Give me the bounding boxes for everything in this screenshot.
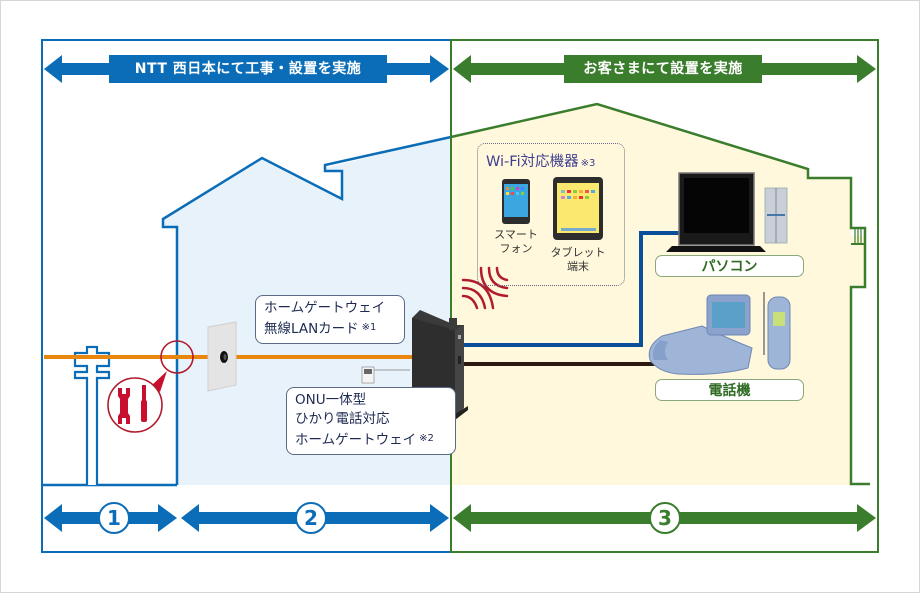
- footnote-mark: ※3: [580, 158, 596, 169]
- label-line: タブレット: [550, 246, 606, 259]
- pc-icon: [666, 172, 788, 252]
- section-number-3: 3: [649, 502, 681, 534]
- smartphone-label: スマート フォン: [493, 228, 539, 256]
- wifi-devices-title: Wi-Fi対応機器※3: [486, 150, 595, 171]
- wifi-devices-group: Wi-Fi対応機器※3: [477, 143, 625, 286]
- section-number-2: 2: [295, 502, 327, 534]
- phone-icon: [648, 292, 791, 375]
- callout-line: ホームゲートウェイ※2: [295, 429, 447, 450]
- callout-line: 無線LANカード※1: [264, 318, 396, 339]
- tablet-label: タブレット 端末: [550, 246, 606, 274]
- label-line: フォン: [499, 242, 533, 255]
- phone-label: 電話機: [655, 379, 804, 401]
- callout-text: 無線LANカード: [264, 321, 359, 337]
- tool-icon: [107, 371, 167, 433]
- onu-gateway-callout: ONU一体型 ひかり電話対応 ホームゲートウェイ※2: [286, 387, 456, 455]
- utility-pole-icon: [73, 345, 111, 485]
- ntt-work-banner: NTT 西日本にて工事・設置を実施: [109, 55, 387, 83]
- wireless-lan-card-callout: ホームゲートウェイ 無線LANカード※1: [255, 295, 405, 344]
- smartphone-icon: [502, 179, 530, 224]
- onu-terminal-icon: [361, 366, 410, 384]
- section-number-1: 1: [98, 502, 130, 534]
- house-outline-left: [161, 135, 452, 485]
- vent-icon: [851, 228, 865, 245]
- lan-cable-to-pc: [462, 231, 680, 347]
- wifi-signal-icon-tablet: [479, 266, 509, 298]
- label-line: スマート: [494, 228, 538, 241]
- tablet-icon: [553, 177, 603, 240]
- callout-line: ひかり電話対応: [295, 411, 390, 427]
- callout-text: ホームゲートウェイ: [295, 432, 417, 448]
- callout-line: ホームゲートウェイ: [264, 300, 386, 316]
- wifi-title-text: Wi-Fi対応機器: [486, 154, 579, 170]
- pole-crossarm-cable: [76, 355, 108, 359]
- footnote-mark: ※1: [361, 322, 377, 333]
- house-outline-right: [450, 102, 870, 486]
- wall-outlet-icon: [207, 321, 237, 392]
- callout-line: ONU一体型: [295, 392, 367, 408]
- pc-label: パソコン: [655, 255, 804, 277]
- customer-setup-banner: お客さまにて設置を実施: [564, 55, 762, 83]
- wifi-signal-icon: [461, 278, 495, 310]
- label-line: 端末: [567, 260, 589, 273]
- entry-point-marker: [160, 340, 194, 374]
- footnote-mark: ※2: [419, 433, 434, 444]
